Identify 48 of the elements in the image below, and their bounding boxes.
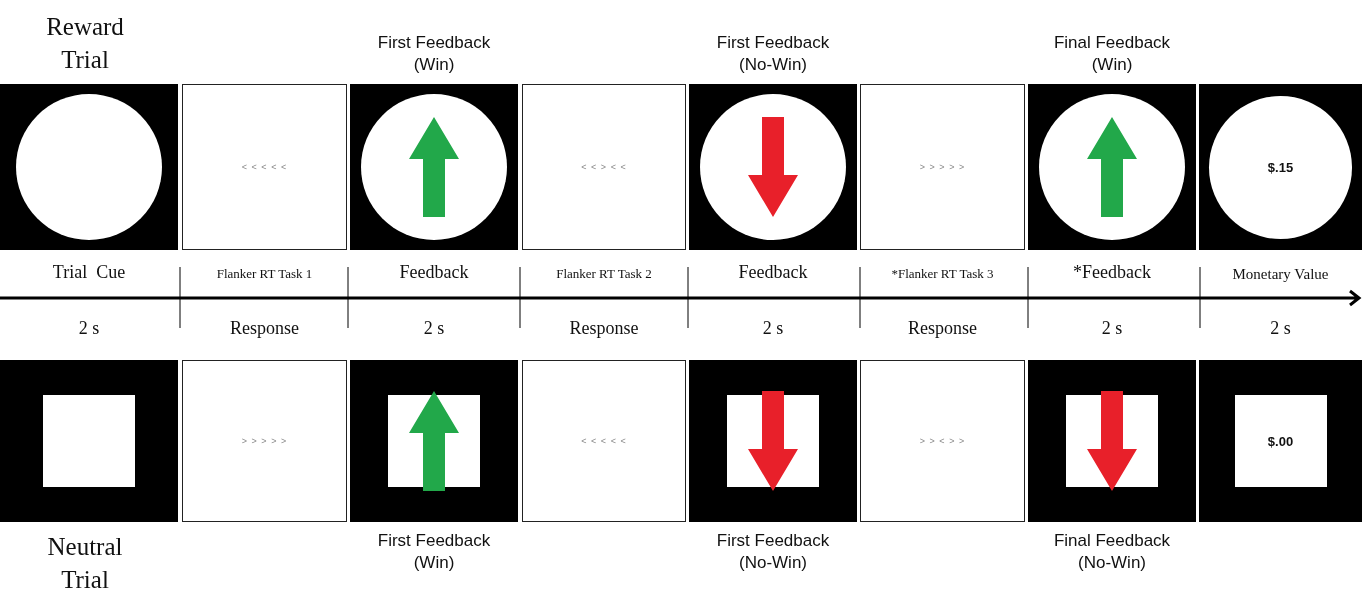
duration-label: 2 s xyxy=(422,318,446,339)
phase-label: Flanker RT Task 2 xyxy=(555,266,653,282)
flanker-stimulus: > > < > > xyxy=(919,436,966,446)
stimulus-panel xyxy=(1199,360,1362,522)
panel-heading: First Feedback (No-Win) xyxy=(715,32,831,76)
duration-label: 2 s xyxy=(1269,318,1292,339)
monetary-value: $.00 xyxy=(1267,433,1294,449)
phase-label: Trial Cue xyxy=(51,262,127,283)
flanker-stimulus: > > > > > xyxy=(241,436,288,446)
panel-heading: First Feedback (No-Win) xyxy=(715,530,831,574)
flanker-panel xyxy=(182,84,347,250)
phase-label: Feedback xyxy=(398,262,470,283)
stimulus-panel xyxy=(1028,360,1196,522)
duration-label: 2 s xyxy=(77,318,101,339)
phase-label: Feedback xyxy=(737,262,809,283)
panel-heading: Final Feedback (Win) xyxy=(1052,32,1172,76)
panel-heading: First Feedback (Win) xyxy=(376,530,492,574)
panel-heading: First Feedback (Win) xyxy=(376,32,492,76)
phase-label: *Flanker RT Task 3 xyxy=(890,266,995,282)
flanker-stimulus: > > > > > xyxy=(919,162,966,172)
duration-label: 2 s xyxy=(761,318,785,339)
panel-heading: Reward Trial xyxy=(45,12,125,75)
duration-label: Response xyxy=(907,318,978,339)
panel-heading: Neutral Trial xyxy=(46,532,124,592)
stimulus-panel xyxy=(350,84,518,250)
phase-label: Flanker RT Task 1 xyxy=(215,266,314,282)
flanker-stimulus: < < < < < xyxy=(241,162,288,172)
duration-label: Response xyxy=(229,318,300,339)
flanker-panel xyxy=(182,360,347,522)
phase-label: Monetary Value xyxy=(1231,266,1330,283)
monetary-value: $.15 xyxy=(1267,159,1294,175)
stimulus-panel xyxy=(1199,84,1362,250)
flanker-panel xyxy=(522,84,686,250)
duration-label: Response xyxy=(568,318,640,339)
phase-label: *Feedback xyxy=(1072,262,1152,283)
duration-label: 2 s xyxy=(1100,318,1124,339)
flanker-stimulus: < < < < < xyxy=(581,436,627,446)
stimulus-panel xyxy=(689,84,857,250)
panel-heading: Final Feedback (No-Win) xyxy=(1052,530,1172,574)
flanker-panel xyxy=(860,360,1025,522)
stimulus-panel xyxy=(350,360,518,522)
flanker-panel xyxy=(860,84,1025,250)
stimulus-panel xyxy=(0,360,178,522)
flanker-panel xyxy=(522,360,686,522)
stimulus-panel xyxy=(0,84,178,250)
stimulus-panel xyxy=(689,360,857,522)
stimulus-panel xyxy=(1028,84,1196,250)
flanker-stimulus: < < > < < xyxy=(581,162,627,172)
